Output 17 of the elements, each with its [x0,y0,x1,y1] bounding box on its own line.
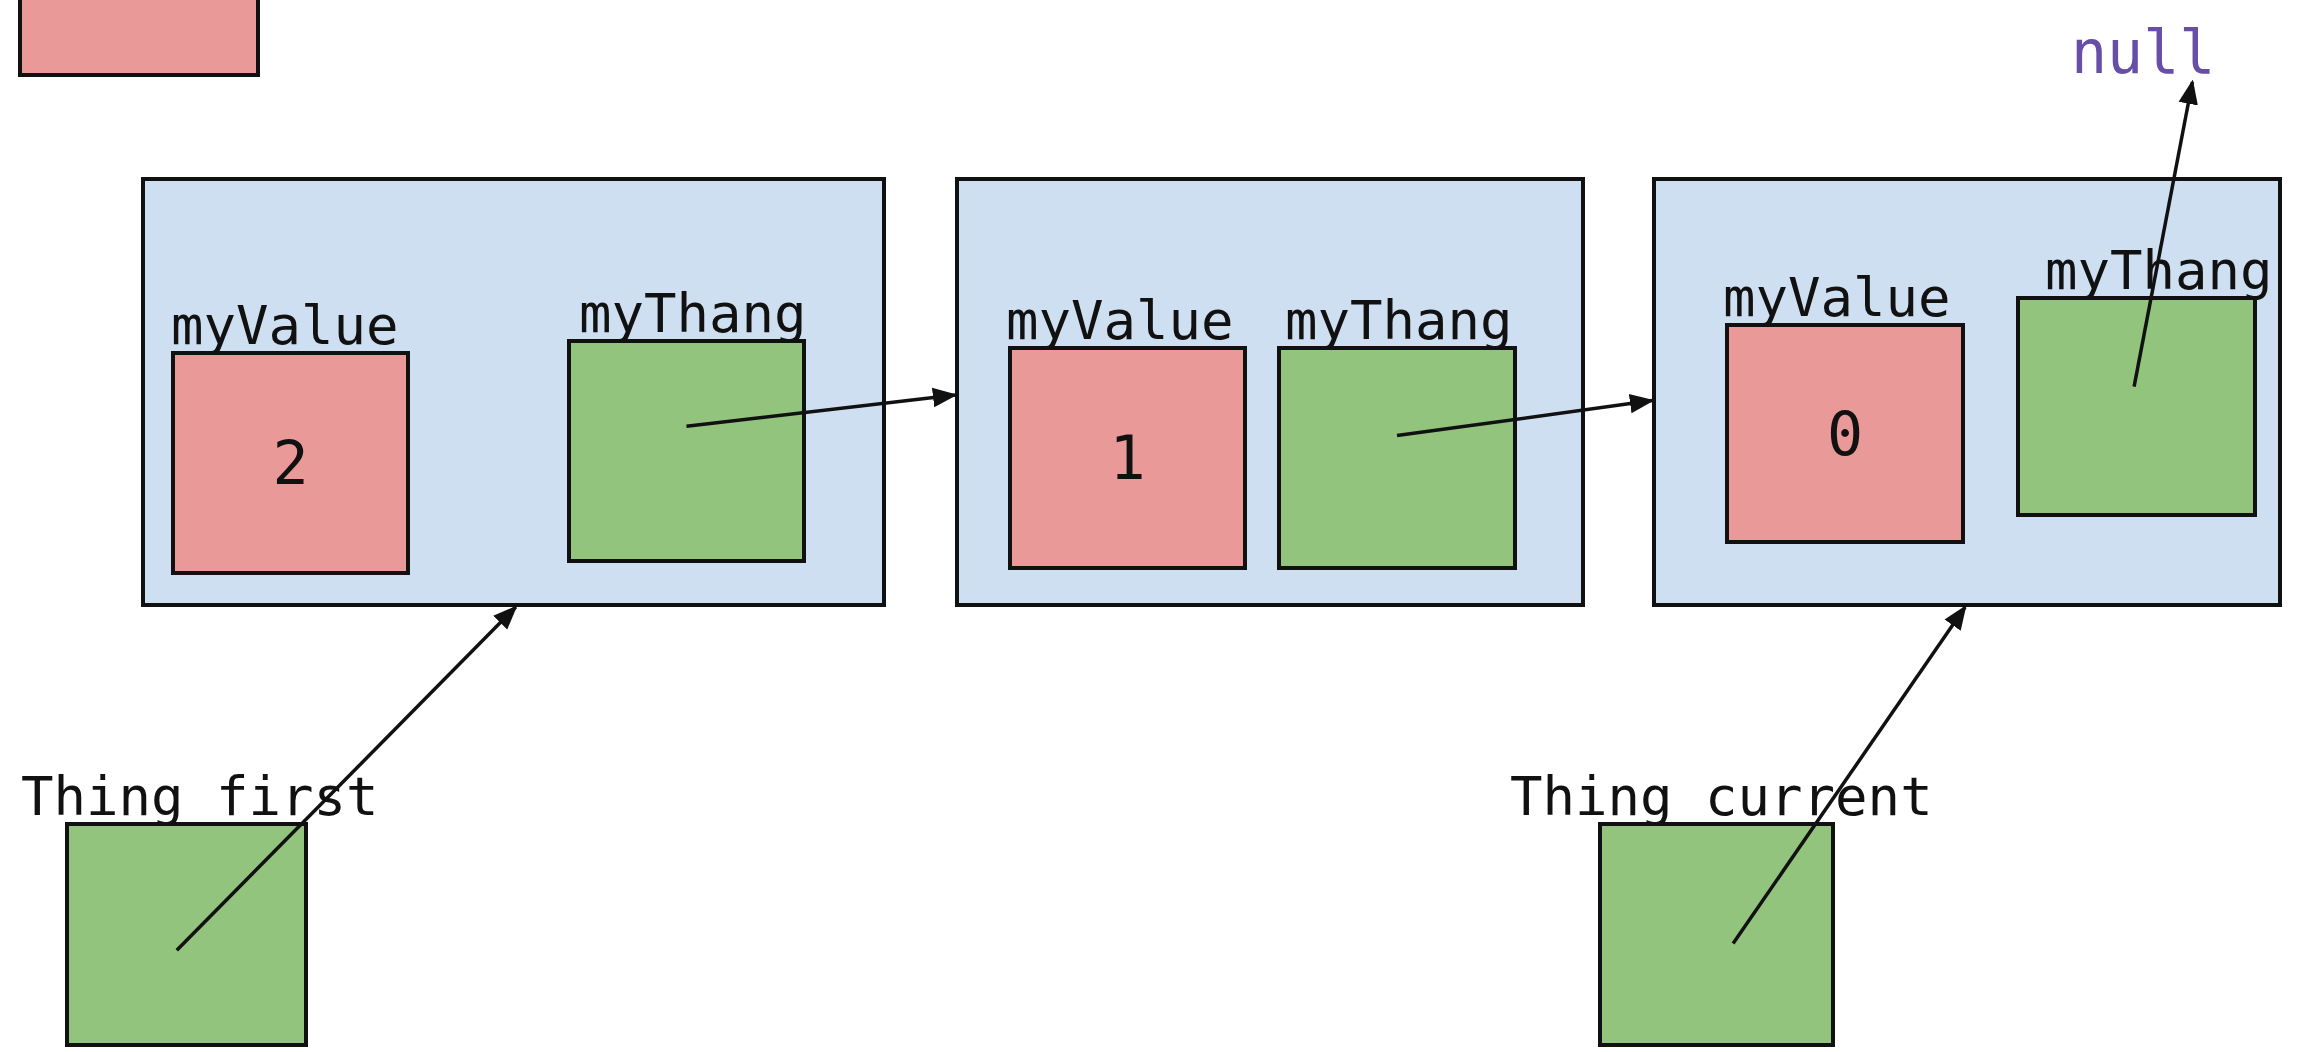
null-label: null [2071,22,2216,82]
field-label: myThang [1285,293,1513,350]
node-box [1652,177,2282,607]
value-text: 2 [271,428,310,498]
node-box [955,177,1585,607]
field-label: myValue [1006,293,1234,350]
pointer-arrow [1396,393,1655,438]
field-label: myValue [1723,270,1951,327]
value-text: 1 [1108,423,1147,493]
node-box [141,177,886,607]
pointer-arrow [686,387,958,429]
field-label: myValue [171,298,399,355]
pointer-arrow [2132,79,2198,387]
value-text: 0 [1825,398,1865,469]
value-box [18,0,260,77]
pointer-arrow [175,605,518,952]
field-label: myThang [579,286,807,343]
